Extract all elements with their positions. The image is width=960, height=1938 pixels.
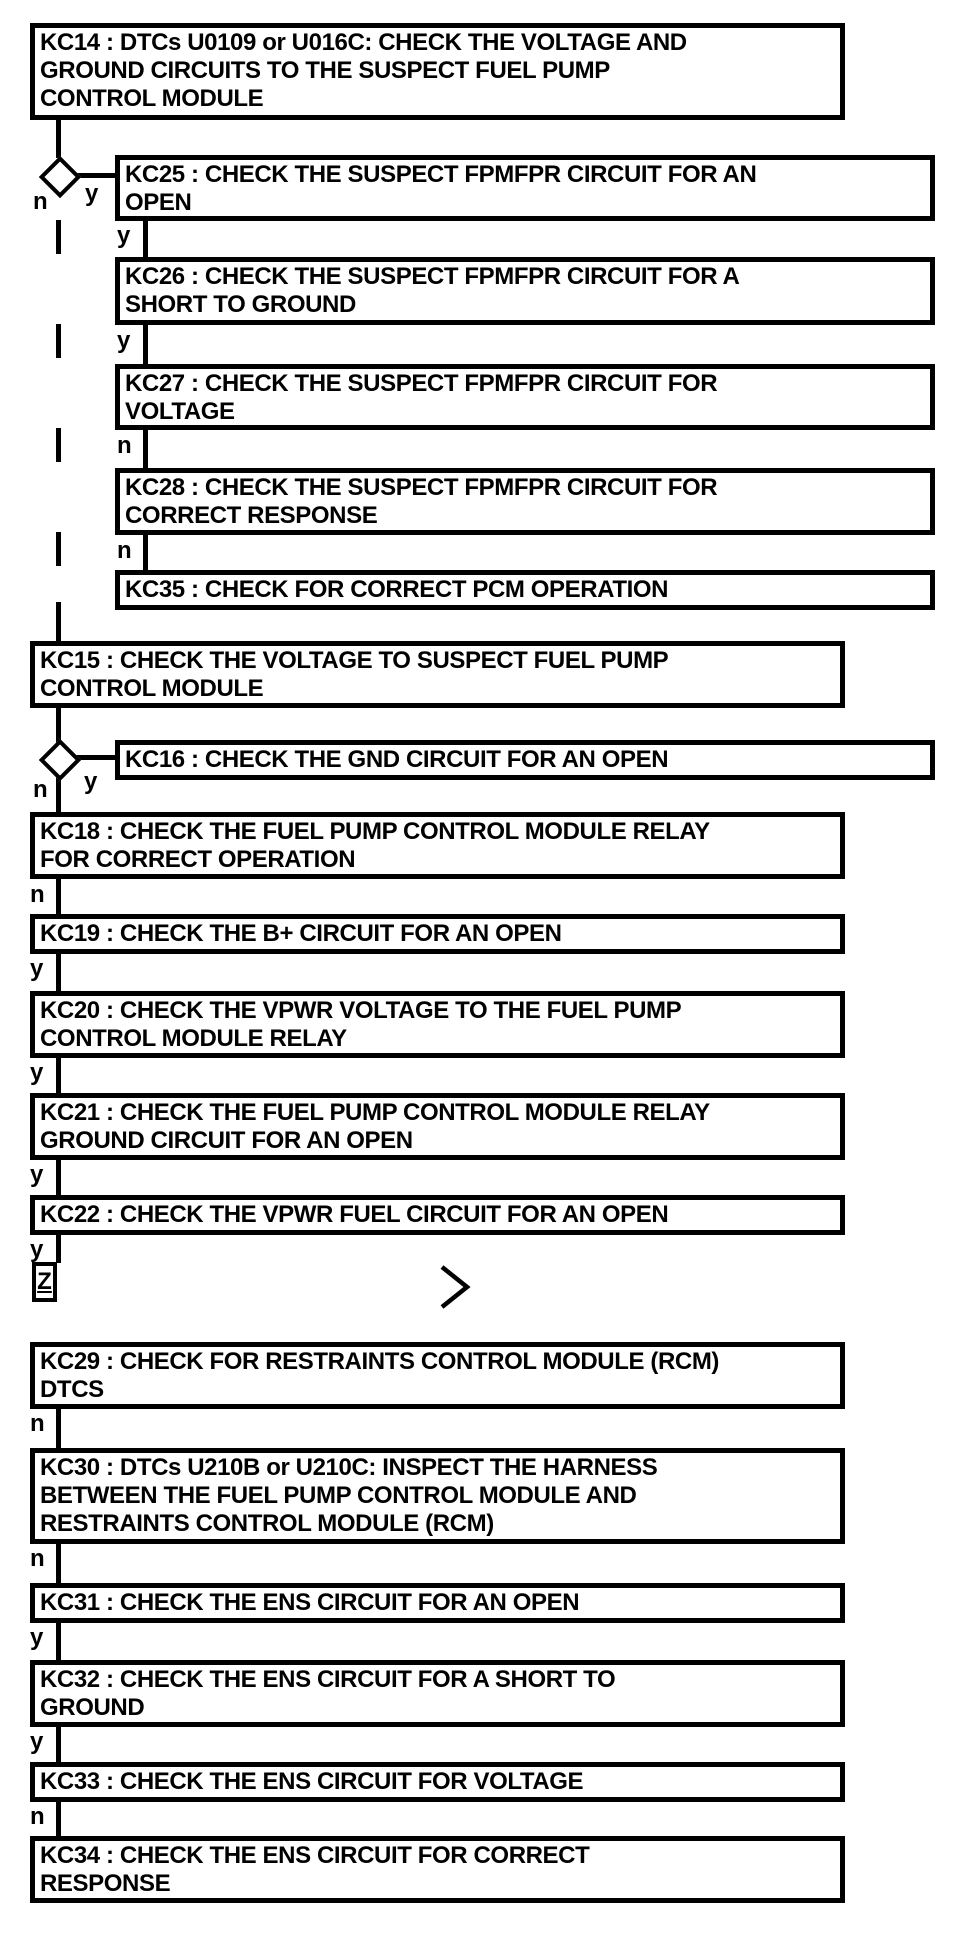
connector-line [56,708,61,745]
connector-line-dashed [56,220,61,602]
node-kc33: KC33 : CHECK THE ENS CIRCUIT FOR VOLTAGE [30,1762,845,1802]
connector-line [56,1544,61,1583]
connector-line [56,1409,61,1448]
connector-line [56,1160,61,1195]
branch-label-yes: y [30,1236,44,1263]
node-kc14: KC14 : DTCs U0109 or U016C: CHECK THE VO… [30,23,845,120]
connector-line [143,325,148,364]
branch-label-yes: y [85,180,99,207]
branch-label-yes: y [30,1059,44,1086]
branch-label-yes: y [117,222,131,249]
branch-label-yes: y [84,768,98,795]
node-kc19: KC19 : CHECK THE B+ CIRCUIT FOR AN OPEN [30,914,845,954]
node-kc18: KC18 : CHECK THE FUEL PUMP CONTROL MODUL… [30,812,845,879]
node-kc20: KC20 : CHECK THE VPWR VOLTAGE TO THE FUE… [30,991,845,1058]
decision-diamond-2 [38,738,82,782]
connector-line [56,120,61,158]
connector-line [56,879,61,914]
node-kc25: KC25 : CHECK THE SUSPECT FPMFPR CIRCUIT … [115,155,935,221]
connector-line [56,1727,61,1762]
branch-label-yes: y [117,327,131,354]
branch-label-no: n [117,432,132,459]
connector-line [74,755,115,760]
branch-label-yes: y [30,1728,44,1755]
branch-label-yes: y [30,955,44,982]
branch-label-yes: y [30,1161,44,1188]
branch-label-no: n [30,1803,45,1830]
node-kc30: KC30 : DTCs U210B or U210C: INSPECT THE … [30,1448,845,1544]
node-kc27: KC27 : CHECK THE SUSPECT FPMFPR CIRCUIT … [115,364,935,430]
branch-label-no: n [117,537,132,564]
connector-line [56,954,61,991]
connector-line [143,430,148,468]
node-kc34: KC34 : CHECK THE ENS CIRCUIT FOR CORRECT… [30,1836,845,1903]
offpage-connector-z: Z [32,1262,57,1302]
node-kc31: KC31 : CHECK THE ENS CIRCUIT FOR AN OPEN [30,1583,845,1623]
connector-line [56,1235,61,1263]
branch-label-no: n [33,188,48,215]
branch-label-no: n [30,881,45,908]
node-kc29: KC29 : CHECK FOR RESTRAINTS CONTROL MODU… [30,1342,845,1409]
connector-line [56,1802,61,1836]
connector-line [143,535,148,570]
node-kc35: KC35 : CHECK FOR CORRECT PCM OPERATION [115,570,935,610]
connector-line [56,602,61,641]
offpage-connector-label: Z [37,1268,52,1295]
connector-line [56,776,61,812]
node-kc16: KC16 : CHECK THE GND CIRCUIT FOR AN OPEN [115,740,935,780]
connector-line [143,221,148,257]
branch-label-no: n [33,776,48,803]
node-kc32: KC32 : CHECK THE ENS CIRCUIT FOR A SHORT… [30,1660,845,1727]
branch-label-no: n [30,1410,45,1437]
node-kc15: KC15 : CHECK THE VOLTAGE TO SUSPECT FUEL… [30,641,845,708]
connector-line [56,1623,61,1660]
node-kc22: KC22 : CHECK THE VPWR FUEL CIRCUIT FOR A… [30,1195,845,1235]
node-kc28: KC28 : CHECK THE SUSPECT FPMFPR CIRCUIT … [115,468,935,535]
connector-line [74,173,115,178]
chevron-right-icon [440,1265,471,1309]
branch-label-no: n [30,1545,45,1572]
branch-label-yes: y [30,1624,44,1651]
connector-line [56,1058,61,1093]
node-kc26: KC26 : CHECK THE SUSPECT FPMFPR CIRCUIT … [115,257,935,325]
node-kc21: KC21 : CHECK THE FUEL PUMP CONTROL MODUL… [30,1093,845,1160]
